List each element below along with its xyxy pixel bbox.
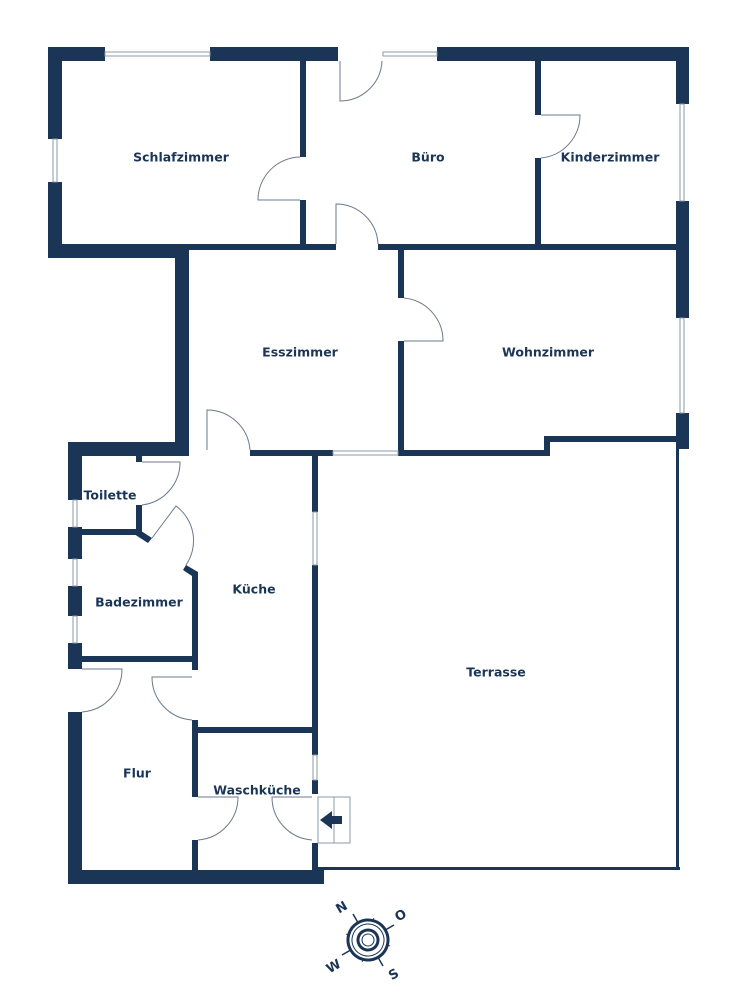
entrance-marker: [317, 796, 351, 844]
room-label-kinderzimmer: Kinderzimmer: [560, 149, 660, 165]
walls: [48, 47, 689, 884]
doors: [81, 60, 581, 841]
room-label-kueche: Küche: [232, 581, 276, 597]
room-label-terrasse: Terrasse: [466, 664, 526, 680]
room-label-badezimmer: Badezimmer: [95, 594, 183, 610]
room-label-wohnzimmer: Wohnzimmer: [502, 344, 594, 360]
room-label-esszimmer: Esszimmer: [262, 344, 338, 360]
windows: [52, 51, 685, 781]
room-label-flur: Flur: [123, 765, 151, 781]
room-label-toilette: Toilette: [83, 487, 137, 503]
room-label-waschkueche: Waschküche: [213, 782, 301, 798]
arrow-left-icon: [320, 811, 342, 829]
room-label-schlafzimmer: Schlafzimmer: [133, 149, 229, 165]
compass-rose-icon: [341, 913, 395, 967]
room-label-buero: Büro: [411, 149, 445, 165]
